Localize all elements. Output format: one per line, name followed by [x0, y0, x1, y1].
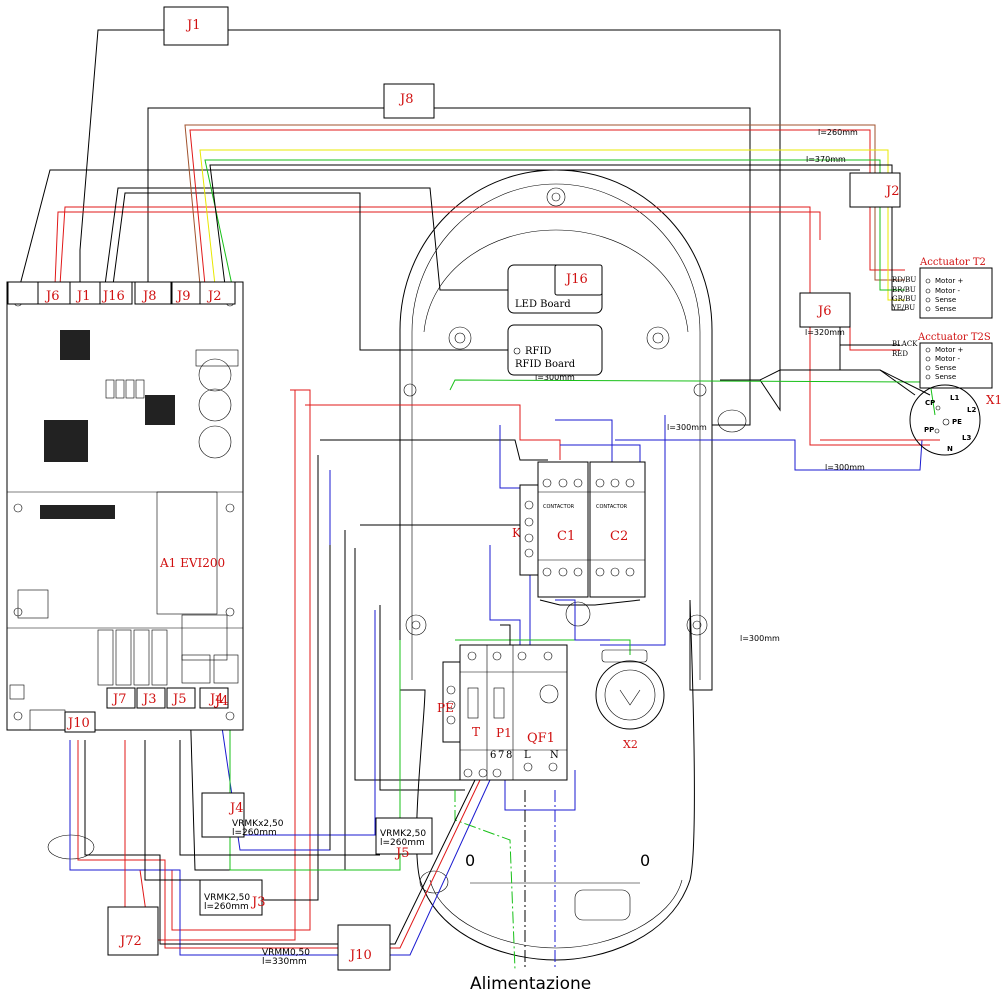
actuator-t2s: Acctuator T2S BLACK RED Motor + Motor - …: [892, 332, 993, 389]
rfid-label: RFID: [525, 346, 551, 357]
connector-j1-label: J1: [75, 289, 90, 304]
t2-wire-2: BR/BU: [892, 286, 916, 294]
t2-pin-1: Motor +: [935, 277, 963, 285]
contactors: CONTACTOR CONTACTOR C1 C2 K: [512, 461, 646, 598]
cable-j5-length: l=260mm: [380, 838, 425, 848]
t2s-wire-2: RED: [892, 350, 908, 358]
t2s-pin-3: Sense: [935, 364, 956, 372]
x1-pin-l3: L3: [962, 434, 971, 442]
qf1-label: QF1: [527, 731, 555, 746]
cable-j10-type: VRMM0,50: [262, 948, 310, 958]
connector-j2-label: J2: [206, 289, 221, 304]
contactor-c2-label: C2: [610, 529, 628, 544]
connector-j4-board-box: J4: [213, 694, 228, 709]
cable-j10-length: l=330mm: [262, 957, 307, 967]
control-board-a1: J6 J1 J16 J8 J9 J2 J10 J7 J3 J5 J4 A1 EV…: [6, 281, 244, 733]
connector-j2-box: J2: [884, 184, 899, 199]
connector-j9-label: J9: [175, 289, 190, 304]
caption-alimentazione: Alimentazione: [470, 974, 591, 994]
connector-j5-box: J5: [394, 846, 409, 861]
cable-j3-type: VRMK2,50: [204, 893, 250, 903]
protection-devices: PE T P1 QF1 6 7 8 L N: [437, 644, 568, 781]
x1-pin-l1: L1: [950, 394, 959, 402]
cable-labels: VRMKx2,50 l=260mm VRMK2,50 l=260mm VRMK2…: [204, 128, 865, 967]
t2s-wire-1: BLACK: [892, 340, 918, 348]
t2-wire-1: RD/BU: [892, 276, 916, 284]
rfid-board: RFID RFID Board: [507, 324, 603, 376]
length-300-c: l=300mm: [825, 463, 865, 472]
length-300-a: l=300mm: [535, 373, 575, 382]
floating-connectors: J1 J8 J2 J6 J4 J5 J3 J72 J10 J4: [107, 6, 901, 971]
x1-label: X1: [986, 393, 1002, 407]
connector-j72-box: J72: [118, 934, 142, 949]
t2-wire-4: YE/BU: [891, 304, 915, 312]
actuator-t2: Acctuator T2 RD/BU BR/BU GR/BU YE/BU Mot…: [891, 257, 993, 319]
connector-j10-label: J10: [66, 716, 90, 731]
length-300-b: l=300mm: [667, 423, 707, 432]
c2-contactor-text: CONTACTOR: [596, 504, 628, 510]
connector-j6-label: J6: [44, 289, 59, 304]
actuator-t2s-title: Acctuator T2S: [917, 332, 991, 343]
qf1-n-label: N: [550, 750, 559, 761]
t-label: T: [472, 725, 480, 739]
contactor-c1-label: C1: [557, 529, 575, 544]
t2-wire-3: GR/BU: [892, 295, 916, 303]
board-name: A1 EVI200: [159, 556, 225, 570]
connector-j4-label: J4: [208, 692, 223, 707]
connector-j4-box: J4: [228, 801, 243, 816]
t2s-pin-2: Motor -: [935, 355, 960, 363]
rfid-board-label: RFID Board: [515, 359, 576, 370]
length-300-d: l=300mm: [740, 634, 780, 643]
board-top-connectors: J6 J1 J16 J8 J9 J2: [7, 281, 236, 305]
t2s-pin-4: Sense: [935, 373, 956, 381]
p1-label: P1: [496, 726, 512, 740]
connector-j16-label: J16: [101, 289, 125, 304]
led-board: J16 LED Board: [507, 264, 603, 314]
connector-j7-label: J7: [111, 692, 126, 707]
connector-j3-box: J3: [250, 895, 265, 910]
connector-j10-box: J10: [348, 948, 372, 963]
cable-j4-type: VRMKx2,50: [232, 819, 284, 829]
length-320: l=320mm: [805, 328, 845, 337]
socket-x1: CP L1 L2 PE PP L3 N X1: [909, 384, 1002, 456]
socket-x2: X2: [595, 649, 665, 751]
cable-j3-length: l=260mm: [204, 902, 249, 912]
relay-k-label: K: [512, 526, 522, 540]
connector-j3-label: J3: [141, 692, 156, 707]
cable-j5-type: VRMK2,50: [380, 829, 426, 839]
actuator-t2-title: Acctuator T2: [919, 257, 986, 268]
qf1-l-label: L: [524, 750, 531, 761]
led-board-label: LED Board: [515, 299, 571, 310]
connector-j8-label: J8: [141, 289, 156, 304]
terminal-8: 8: [506, 750, 512, 761]
length-370: l=370mm: [806, 155, 846, 164]
x2-label: X2: [623, 738, 638, 751]
led-board-j16: J16: [564, 272, 588, 287]
wires: [19, 29, 940, 971]
t2s-pin-1: Motor +: [935, 346, 963, 354]
board-bottom-connectors: J10 J7 J3 J5 J4: [64, 687, 229, 733]
terminal-6: 6: [490, 750, 496, 761]
cable-j4-length: l=260mm: [232, 828, 277, 838]
connector-j6-box: J6: [816, 304, 831, 319]
x1-pin-cp: CP: [925, 399, 935, 407]
x1-pin-l2: L2: [967, 406, 976, 414]
x1-pin-n: N: [947, 445, 953, 453]
connector-j8-box: J8: [398, 92, 413, 107]
t2-pin-3: Sense: [935, 296, 956, 304]
c1-contactor-text: CONTACTOR: [543, 504, 575, 510]
enclosure-foot-left: 0: [465, 851, 475, 870]
terminal-7: 7: [498, 750, 504, 761]
connector-j5-label: J5: [171, 692, 186, 707]
x1-pin-pe: PE: [952, 418, 962, 426]
enclosure-foot-right: 0: [640, 851, 650, 870]
x1-pin-pp: PP: [924, 426, 934, 434]
t2-pin-4: Sense: [935, 305, 956, 313]
length-260: l=260mm: [818, 128, 858, 137]
pe-label: PE: [437, 701, 454, 715]
t2-pin-2: Motor -: [935, 287, 960, 295]
connector-j1-box: J1: [185, 18, 200, 33]
